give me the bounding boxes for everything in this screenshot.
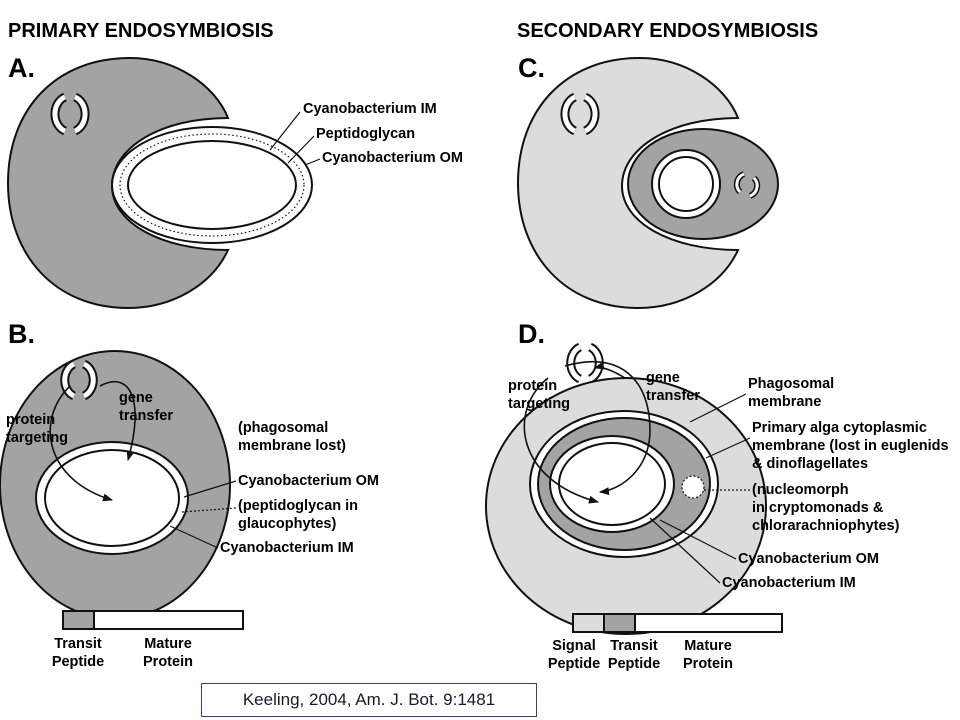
signal-peptide-segment: [572, 613, 605, 633]
label-d-membrane: membrane: [748, 394, 821, 410]
protein-targeting-arrow-b: [49, 385, 113, 502]
label-peptide-primary: Peptide: [52, 654, 104, 670]
label-d-transfer: transfer: [646, 388, 700, 404]
panel-a-label: A.: [8, 53, 35, 83]
panel-d-diagram: protein targeting gene transfer Phagosom…: [485, 342, 949, 635]
label-d-cytoplasmic-membrane: membrane (lost in euglenids: [752, 438, 949, 454]
panel-b-diagram: protein targeting gene transfer (phagoso…: [0, 350, 379, 620]
label-d-targeting: targeting: [508, 396, 570, 412]
label-mature-secondary: Mature: [684, 638, 732, 654]
gene-transfer-arrow-d-top: [594, 361, 626, 379]
nucleomorph-d: [681, 475, 705, 499]
label-b-cyanobacterium-om: Cyanobacterium OM: [238, 473, 379, 489]
label-mature-primary: Mature: [144, 636, 192, 652]
label-b-gene: gene: [119, 390, 153, 406]
label-signal-peptide: Peptide: [548, 656, 600, 672]
label-b-protein: protein: [6, 412, 55, 428]
transit-peptide-segment-primary: [62, 610, 95, 630]
label-d-phagosomal: Phagosomal: [748, 376, 834, 392]
label-d-cyanobacterium-om: Cyanobacterium OM: [738, 551, 879, 567]
host-cell-a: [6, 56, 230, 310]
label-protein-primary: Protein: [143, 654, 193, 670]
label-a-peptidoglycan: Peptidoglycan: [316, 126, 415, 142]
label-protein-secondary: Protein: [683, 656, 733, 672]
gene-transfer-arrow-b: [99, 380, 136, 461]
label-b-peptidoglycan: (peptidoglycan in: [238, 498, 358, 514]
transit-peptide-segment-secondary: [603, 613, 636, 633]
label-b-phagosomal: (phagosomal: [238, 420, 328, 436]
protein-targeting-arrow-d: [523, 377, 599, 504]
primary-endosymbiosis-header: PRIMARY ENDOSYMBIOSIS: [8, 20, 274, 42]
label-d-protein: protein: [508, 378, 557, 394]
alga-nucleus-icon: [733, 171, 761, 199]
label-b-targeting: targeting: [6, 430, 68, 446]
mature-protein-segment-primary: [93, 610, 244, 630]
host-cell-c: [516, 56, 740, 310]
label-b-membrane-lost: membrane lost): [238, 438, 346, 454]
panel-a-diagram: Cyanobacterium IM Peptidoglycan Cyanobac…: [6, 56, 463, 310]
secondary-endosymbiosis-header: SECONDARY ENDOSYMBIOSIS: [517, 20, 818, 42]
panel-b-label: B.: [8, 319, 35, 349]
nucleus-icon: [50, 92, 90, 136]
peptide-bar-primary: Transit Peptide Mature Protein: [52, 610, 244, 670]
label-transit-secondary: Transit: [610, 638, 658, 654]
panel-c-label: C.: [518, 53, 545, 83]
label-transit-primary: Transit: [54, 636, 102, 652]
cyanobacterium-a-inner: [127, 140, 297, 230]
nucleus-icon-b: [60, 359, 98, 401]
plastid-c-inner: [658, 156, 714, 212]
label-b-cyanobacterium-im: Cyanobacterium IM: [220, 540, 354, 556]
label-d-primary-alga: Primary alga cytoplasmic: [752, 420, 927, 436]
plastid-d-inner: [558, 442, 666, 526]
label-b-transfer: transfer: [119, 408, 173, 424]
label-b-glaucophytes: glaucophytes): [238, 516, 336, 532]
label-a-cyanobacterium-om: Cyanobacterium OM: [322, 150, 463, 166]
peptidoglycan-layer-a: [119, 133, 305, 237]
label-d-chlorarachniophytes: chlorarachniophytes): [752, 518, 900, 534]
plastid-b-inner: [44, 449, 180, 547]
mature-protein-segment-secondary: [634, 613, 783, 633]
label-d-dinoflagellates: & dinoflagellates: [752, 456, 868, 472]
label-d-nucleomorph: (nucleomorph: [752, 482, 849, 498]
label-a-cyanobacterium-im: Cyanobacterium IM: [303, 101, 437, 117]
label-d-gene: gene: [646, 370, 680, 386]
label-d-cryptomonads: in cryptomonads &: [752, 500, 884, 516]
panel-c-diagram: [516, 56, 779, 310]
citation-box: Keeling, 2004, Am. J. Bot. 9:1481: [201, 683, 537, 717]
peptide-bar-secondary: Signal Peptide Transit Peptide Mature Pr…: [548, 613, 783, 672]
host-nucleus-icon: [560, 92, 600, 136]
label-transit-peptide-secondary: Peptide: [608, 656, 660, 672]
label-d-cyanobacterium-im: Cyanobacterium IM: [722, 575, 856, 591]
panel-d-label: D.: [518, 319, 545, 349]
label-signal: Signal: [552, 638, 596, 654]
